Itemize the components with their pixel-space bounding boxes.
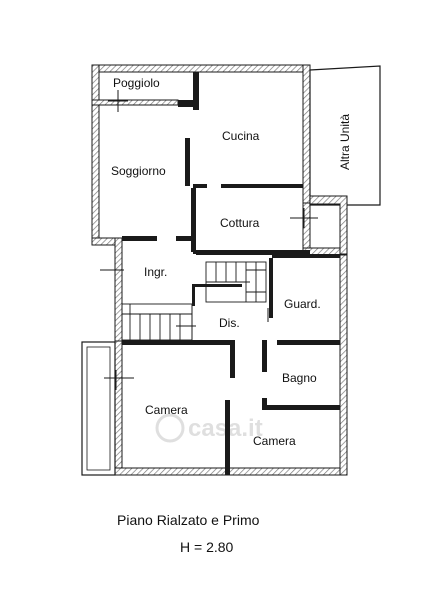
watermark: casa.it bbox=[155, 413, 263, 443]
interior-walls bbox=[122, 72, 340, 475]
altra-unita-block bbox=[309, 65, 381, 255]
room-label-disimpegno: Dis. bbox=[219, 316, 240, 330]
room-label-cucina: Cucina bbox=[222, 129, 260, 143]
room-label-poggiolo: Poggiolo bbox=[113, 76, 160, 90]
room-label-cottura: Cottura bbox=[220, 216, 260, 230]
room-label-guardaroba: Guard. bbox=[284, 297, 321, 311]
room-label-soggiorno: Soggiorno bbox=[111, 164, 166, 178]
staircase-lower bbox=[121, 303, 193, 341]
room-label-camera-1: Camera bbox=[145, 403, 188, 417]
room-label-ingresso: Ingr. bbox=[144, 265, 167, 279]
room-label-bagno: Bagno bbox=[282, 371, 317, 385]
room-labels: Poggiolo Cucina Soggiorno Cottura Ingr. … bbox=[111, 76, 352, 448]
room-label-altra-unita: Altra Unità bbox=[338, 114, 352, 170]
balcony-camera bbox=[81, 341, 116, 476]
room-label-camera-2: Camera bbox=[253, 434, 296, 448]
section-marks bbox=[100, 90, 318, 390]
exterior-walls bbox=[91, 64, 348, 476]
staircase-upper bbox=[205, 261, 267, 303]
ceiling-height-text: H = 2.80 bbox=[180, 539, 234, 555]
plan-title-text: Piano Rialzato e Primo bbox=[117, 512, 260, 528]
